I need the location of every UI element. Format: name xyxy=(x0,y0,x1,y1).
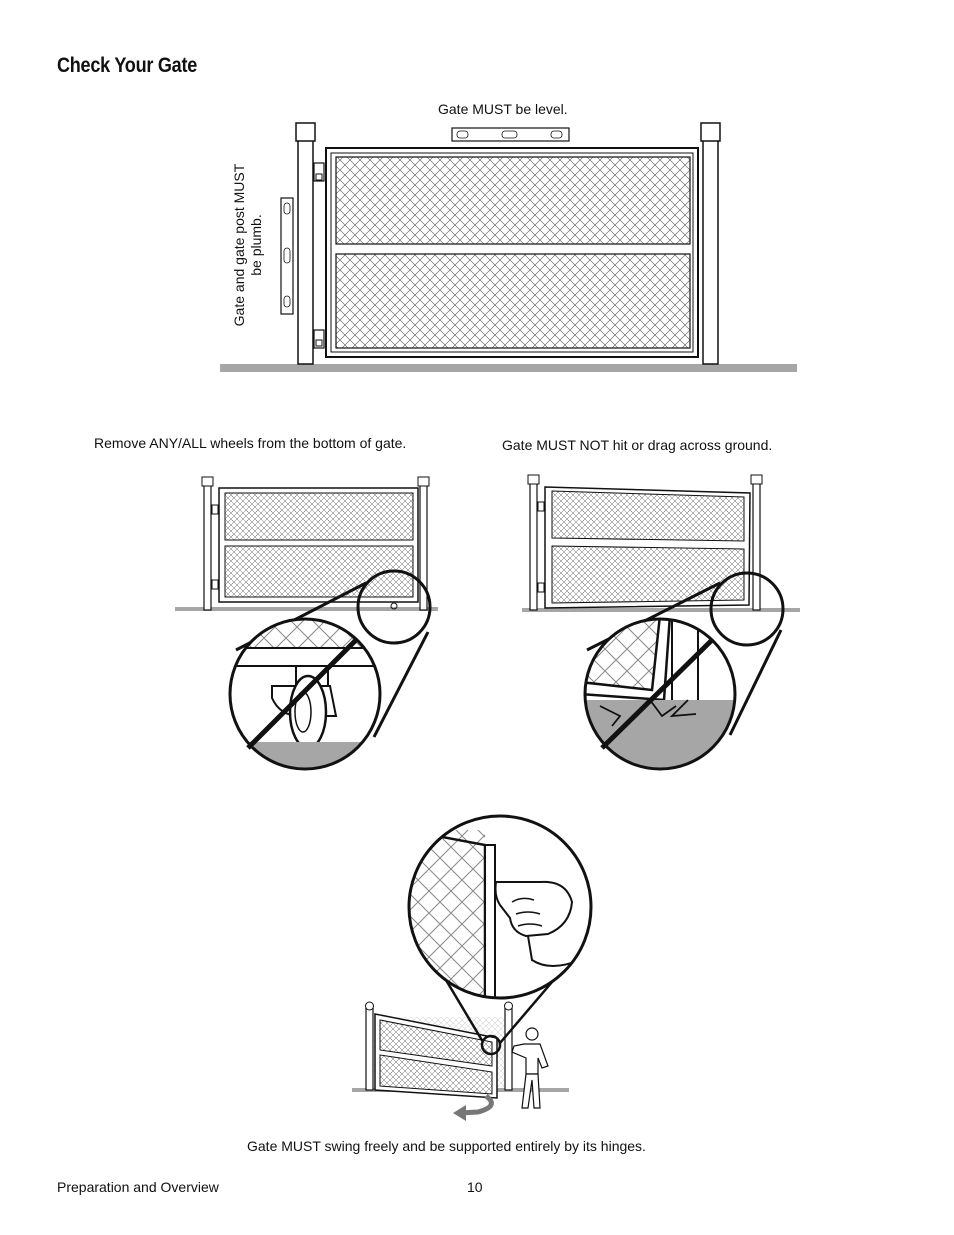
caption-drag: Gate MUST NOT hit or drag across ground. xyxy=(502,437,773,453)
prohibited-slash-icon xyxy=(246,638,358,750)
footer-page-number: 10 xyxy=(467,1179,483,1195)
swing-arrow-icon xyxy=(459,1093,494,1116)
left-post-cap xyxy=(295,122,316,142)
right-post-cap xyxy=(700,122,721,142)
swing-figure xyxy=(352,814,593,1121)
footer-section-label: Preparation and Overview xyxy=(57,1179,219,1195)
main-gate-figure xyxy=(220,122,797,372)
ground-line xyxy=(220,364,797,372)
plumb-level-icon xyxy=(280,197,294,315)
mesh-panel-lower xyxy=(335,253,691,349)
caption-level: Gate MUST be level. xyxy=(438,101,568,117)
left-post xyxy=(297,139,314,365)
wheels-figure xyxy=(175,476,438,771)
caption-plumb-line2: be plumb. xyxy=(248,214,264,276)
caption-swing: Gate MUST swing freely and be supported … xyxy=(247,1138,646,1154)
level-tool-icon xyxy=(451,127,570,142)
prohibited-slash-icon xyxy=(600,638,714,750)
hand-icon xyxy=(409,816,591,998)
right-post xyxy=(702,139,719,365)
caption-plumb-line1: Gate and gate post MUST xyxy=(231,163,247,327)
caption-plumb: Gate and gate post MUST be plumb. xyxy=(231,150,265,340)
ground-line xyxy=(175,607,438,611)
person-icon xyxy=(511,1027,549,1109)
page-title: Check Your Gate xyxy=(57,54,198,77)
ground-line xyxy=(522,608,800,612)
hinge-lower xyxy=(313,329,325,349)
drag-figure xyxy=(522,474,800,771)
hinge-upper xyxy=(313,162,325,182)
caption-wheels: Remove ANY/ALL wheels from the bottom of… xyxy=(94,435,407,451)
mesh-panel-upper xyxy=(335,156,691,245)
